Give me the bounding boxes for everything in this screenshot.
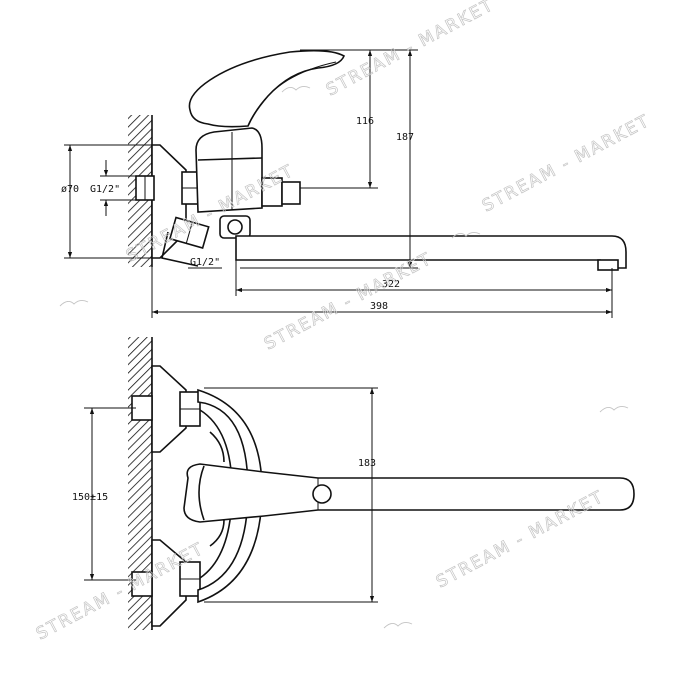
spout-collar [219, 215, 251, 239]
watermark-text: STREAM - MARKET [479, 111, 654, 217]
escutcheon-bottom-front [151, 539, 187, 627]
watermark-layer: STREAM - MARKET STREAM - MARKET STREAM -… [33, 0, 655, 645]
aerator-side [597, 259, 619, 271]
watermark-text: STREAM - MARKET [261, 249, 436, 355]
dim-thread-top: G1/2" [90, 184, 120, 195]
lever-handle-side [188, 49, 346, 128]
escutcheon-top-front [151, 365, 187, 453]
dim-body-height: 183 [358, 458, 376, 469]
mixer-body-front [197, 388, 263, 604]
dim-handle-height: 116 [356, 116, 374, 127]
spout-and-lever-front [183, 463, 635, 523]
bird-icon [59, 85, 629, 629]
side-view-dimensions: 116 187 322 398 ø70 G1/2" G1/2" [61, 49, 613, 318]
dim-escutcheon-dia: ø70 [61, 184, 79, 195]
dim-center-distance: 150±15 [72, 492, 108, 503]
front-view-dimensions: 150±15 183 [72, 387, 378, 603]
dim-thread-bottom: G1/2" [190, 257, 220, 268]
mixer-body-side [195, 127, 263, 213]
lower-connector-side [168, 216, 210, 250]
front-view [128, 337, 635, 630]
dim-total-height: 187 [396, 132, 414, 143]
pivot-screw [312, 484, 332, 504]
dim-total-length: 398 [370, 301, 388, 312]
dim-spout-reach: 322 [382, 279, 400, 290]
side-view [128, 49, 627, 271]
outlet-nut-side [281, 181, 301, 205]
